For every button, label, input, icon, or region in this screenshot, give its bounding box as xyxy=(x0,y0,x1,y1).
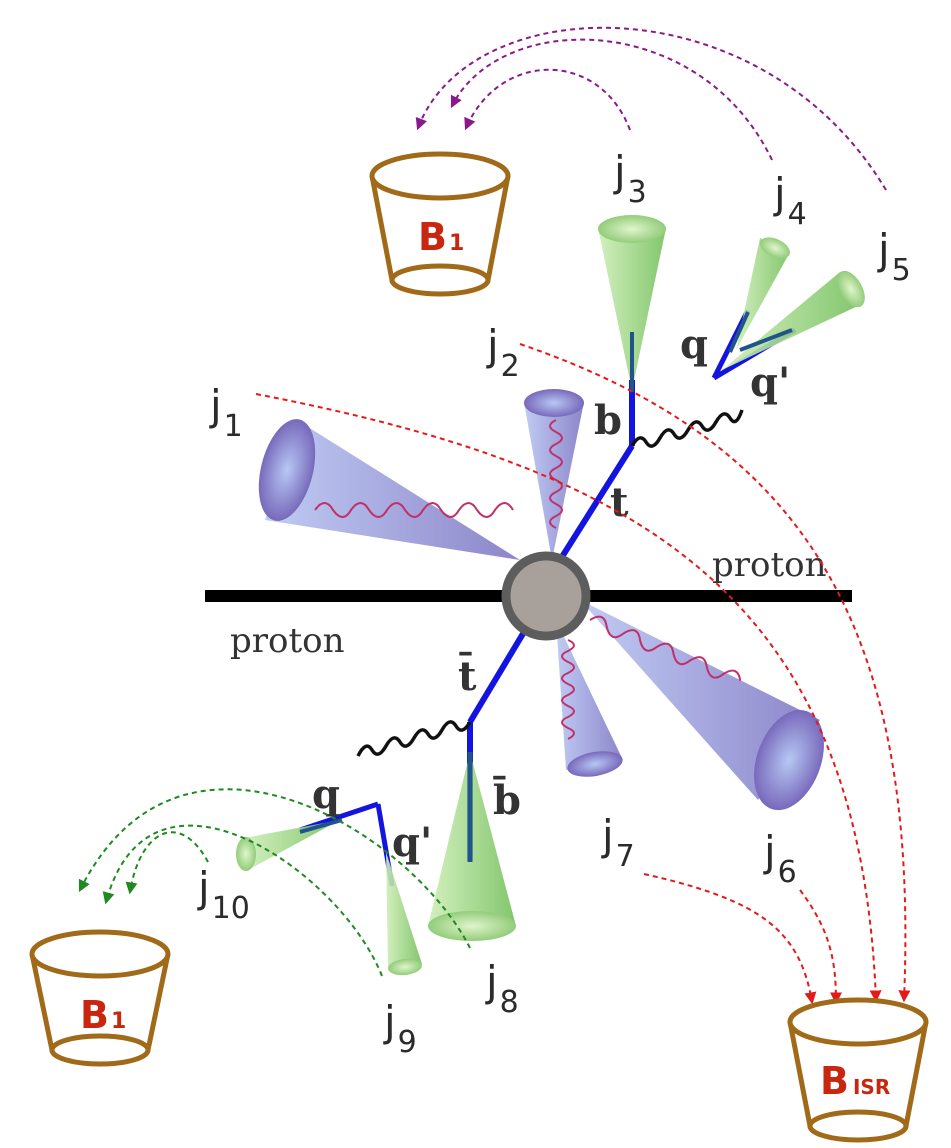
isr-jet-2-cone xyxy=(524,389,584,560)
label-q-bottom: q xyxy=(312,771,340,818)
jet-label-2: j2 xyxy=(486,321,520,384)
isr-jet-7-cone xyxy=(556,620,623,777)
proton-label-left: proton xyxy=(230,621,345,661)
bucket-b1-bottom-left: B1 xyxy=(29,929,171,1067)
label-qprime-bottom: q' xyxy=(392,819,432,866)
interaction-vertex xyxy=(501,551,591,641)
bucket-bisr-label: B xyxy=(820,1059,849,1103)
label-tbar: t̄ xyxy=(458,653,477,700)
w-boson-top xyxy=(630,409,744,448)
svg-text:B1: B1 xyxy=(80,993,126,1037)
arrow-j3-to-b1 xyxy=(464,68,631,131)
arrow-j6-to-bisr xyxy=(799,889,842,1005)
proton-label-right: proton xyxy=(712,545,827,585)
arrow-j10-to-b1 xyxy=(125,831,209,895)
jet-label-5: j5 xyxy=(877,225,911,288)
bucket-b1-top-label: B xyxy=(418,215,447,259)
jet-label-10: j10 xyxy=(197,863,250,926)
w-boson-bottom xyxy=(356,720,472,757)
arrow-j8-to-b1 xyxy=(78,788,471,949)
jet-label-3: j3 xyxy=(613,147,647,210)
arrow-j1-to-bisr xyxy=(255,393,882,1003)
bucket-b1-top: B1 xyxy=(369,151,511,297)
jet-label-9: j9 xyxy=(383,997,417,1060)
red-assignment-arrows xyxy=(255,343,911,1005)
arrow-j9-to-b1 xyxy=(102,824,383,977)
label-b: b xyxy=(594,397,622,444)
label-bbar: b̄ xyxy=(492,777,521,824)
jet-label-4: j4 xyxy=(773,169,807,232)
purple-assignment-arrows xyxy=(415,26,887,191)
jet-label-6: j6 xyxy=(763,827,797,890)
jet-label-1: j1 xyxy=(209,381,243,444)
antitop-quark-line xyxy=(467,630,527,724)
jet-10-cone xyxy=(236,818,343,871)
green-assignment-arrows xyxy=(78,788,471,977)
arrow-j2-to-bisr xyxy=(519,343,911,1003)
label-q-top: q xyxy=(680,321,708,368)
svg-text:B1: B1 xyxy=(418,215,464,259)
jet-5-cone xyxy=(722,270,865,370)
jet-label-7: j7 xyxy=(601,811,635,874)
jet-9-cone xyxy=(386,852,422,976)
label-t: t xyxy=(610,479,629,526)
bucket-b1-bottom-left-label: B xyxy=(80,993,109,1037)
arrow-j7-to-bisr xyxy=(643,873,817,1005)
isr-jet-1-cone xyxy=(258,419,520,560)
jet-3-cone xyxy=(598,215,666,392)
arrow-j5-to-b1 xyxy=(415,26,887,191)
label-qprime-top: q' xyxy=(750,359,790,406)
jet-8-cone xyxy=(428,752,516,941)
jet-4-cone xyxy=(728,237,790,353)
isr-jet-6-cone xyxy=(580,600,824,811)
arrow-j4-to-b1 xyxy=(450,38,773,161)
top-quark-line xyxy=(557,444,635,562)
jet-label-8: j8 xyxy=(485,957,519,1020)
